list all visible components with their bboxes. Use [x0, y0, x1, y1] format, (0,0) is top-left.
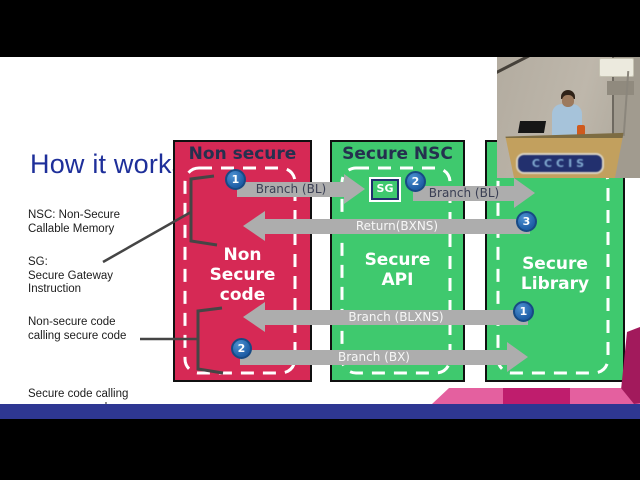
arrow-label: Branch (BX): [338, 350, 410, 364]
lectern-sign: CCCIS: [516, 153, 604, 174]
arrow-label: Branch (BL): [255, 182, 327, 196]
note-nonsecure-calling: Non-secure code calling secure code: [28, 316, 127, 342]
arrow-branch-bl-2: Branch (BL): [413, 178, 537, 208]
slide-footer-bar: [0, 404, 640, 419]
arrow-head-right-icon: [514, 178, 535, 208]
wall-plate: [607, 81, 634, 95]
region-header: Secure NSC: [342, 144, 453, 164]
arrow-shaft: Branch (BX): [240, 350, 508, 365]
arrow-head-left-icon: [243, 211, 265, 241]
page-title: How it works: [30, 149, 186, 179]
arrow-branch-blxns: Branch (BLXNS): [243, 302, 528, 332]
webcam-overlay: CCCIS: [497, 57, 640, 178]
step-badge-2: 2: [405, 171, 426, 192]
laptop: [517, 121, 547, 133]
presenter-hair: [561, 90, 575, 99]
projector-box: [599, 58, 634, 77]
arrow-head-right-icon: [507, 342, 528, 372]
note-sg-definition: SG: Secure Gateway Instruction: [28, 256, 114, 295]
arrow-shaft: Branch (BL): [413, 186, 515, 201]
arrow-shaft: Branch (BL): [237, 182, 345, 197]
sg-gateway-box: SG: [371, 179, 399, 200]
region-body-label: Non Secure code: [209, 245, 276, 305]
step-badge-1: 1: [225, 169, 246, 190]
arrow-shaft: Branch (BLXNS): [264, 310, 528, 325]
region-body-label: Secure Library: [520, 254, 590, 294]
bottle: [577, 125, 585, 138]
arrow-return-bxns: Return(BXNS): [243, 211, 530, 241]
arrow-branch-bl-1: Branch (BL): [237, 174, 365, 204]
arrow-shaft: Return(BXNS): [264, 219, 530, 234]
note-nsc-definition: NSC: Non-Secure Callable Memory: [28, 209, 121, 235]
arrow-head-right-icon: [344, 174, 365, 204]
arrow-branch-bx: Branch (BX): [240, 342, 532, 372]
step-badge-return-2: 2: [231, 338, 252, 359]
arrow-head-left-icon: [243, 302, 265, 332]
wall-corner-line: [497, 57, 530, 75]
step-badge-return-1: 1: [513, 301, 534, 322]
region-header: Non secure: [188, 144, 297, 164]
step-badge-3: 3: [516, 211, 537, 232]
region-body-label: Secure API: [364, 250, 431, 290]
presenter-face: [562, 95, 574, 107]
arrow-label: Branch (BL): [428, 186, 500, 200]
arrow-label: Return(BXNS): [355, 219, 439, 233]
arrow-label: Branch (BLXNS): [348, 310, 444, 324]
